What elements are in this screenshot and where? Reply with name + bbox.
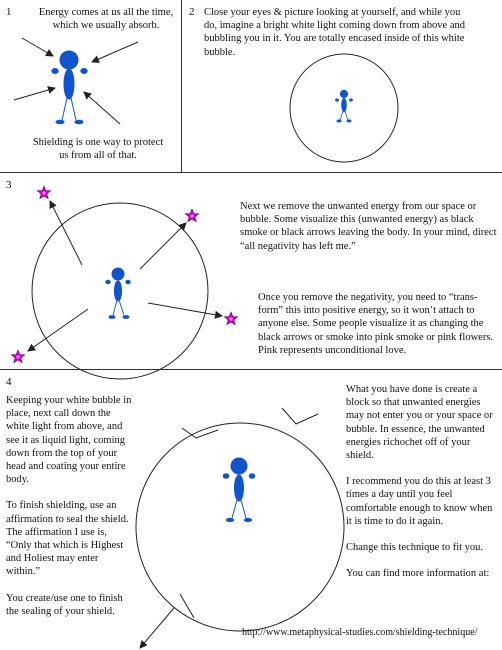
panel4-left-para3: You create/use one to finish the sealing… [6,592,123,617]
stick-figure-icon [222,457,256,523]
stick-figure-icon [335,89,353,123]
arrow-icon [49,200,83,266]
white-bubble [289,53,399,163]
panel4-right-para4: You can find more information at: [346,568,490,580]
divider-col1 [181,0,182,172]
arrow-icon [139,222,187,270]
panel4-right-para3: Change this technique to fit you. [346,542,484,554]
stick-figure-icon [105,267,131,319]
panel-number: 4 [6,376,12,388]
panel-2: 2 Close your eyes & picture looking at y… [182,0,502,172]
arrow-icon [13,86,56,101]
panel4-right-para2: I recommend you do this at least 3 times… [346,476,493,527]
arrow-icon [27,308,89,352]
panel-4: 4 Keeping your white bubble in place, ne… [0,370,502,650]
ricochet-mark [281,407,319,425]
pink-flower-icon [10,349,26,364]
panel3-text-bottom: Once you remove the negativity, you need… [258,292,494,356]
shield-bubble [135,422,345,632]
panel4-right-column: What you have done is create a block so … [346,383,498,580]
arrow-icon [147,302,223,319]
panel4-left-para1: Keeping your white bubble in place, next… [6,395,132,486]
panel1-text-top: Energy comes at us all the time, which w… [38,7,174,32]
panel-number: 3 [6,179,12,191]
panel4-left-para2: To finish shielding, use an affirmation … [6,500,129,578]
panel2-diagram [289,53,399,163]
panel4-right-para1: What you have done is create a block so … [346,384,493,462]
pink-flower-icon [223,311,239,326]
ricochet-mark [179,593,195,619]
panel-number: 1 [6,6,12,18]
panel4-diagram [135,407,345,649]
panel4-left-column: Keeping your white bubble in place, next… [6,394,132,618]
divider-row2 [0,369,502,370]
panel3-diagram [10,185,239,380]
arrow-icon [91,41,139,63]
arrow-icon [83,91,121,125]
white-bubble [31,202,209,380]
arrow-icon [21,37,54,57]
source-link[interactable]: http://www.metaphysical-studies.com/shie… [242,627,478,638]
arrow-icon [139,607,175,649]
panel3-text-top: Next we remove the unwanted energy from … [240,201,497,252]
pink-flower-icon [184,208,200,223]
panel-1: 1 Energy comes at us all the time, which… [0,0,181,172]
panel2-text: Close your eyes & picture looking at you… [204,7,465,58]
panel1-text-bottom: Shielding is one way to protect us from … [32,137,164,162]
ricochet-mark [181,427,219,439]
divider-row1 [0,172,502,173]
panel-3: 3 Next we remove the unwanted energy fro… [0,173,502,380]
pink-flower-icon [36,185,52,200]
stick-figure-icon [51,50,88,125]
panel1-diagram [13,37,139,125]
panel-number: 2 [189,6,195,18]
